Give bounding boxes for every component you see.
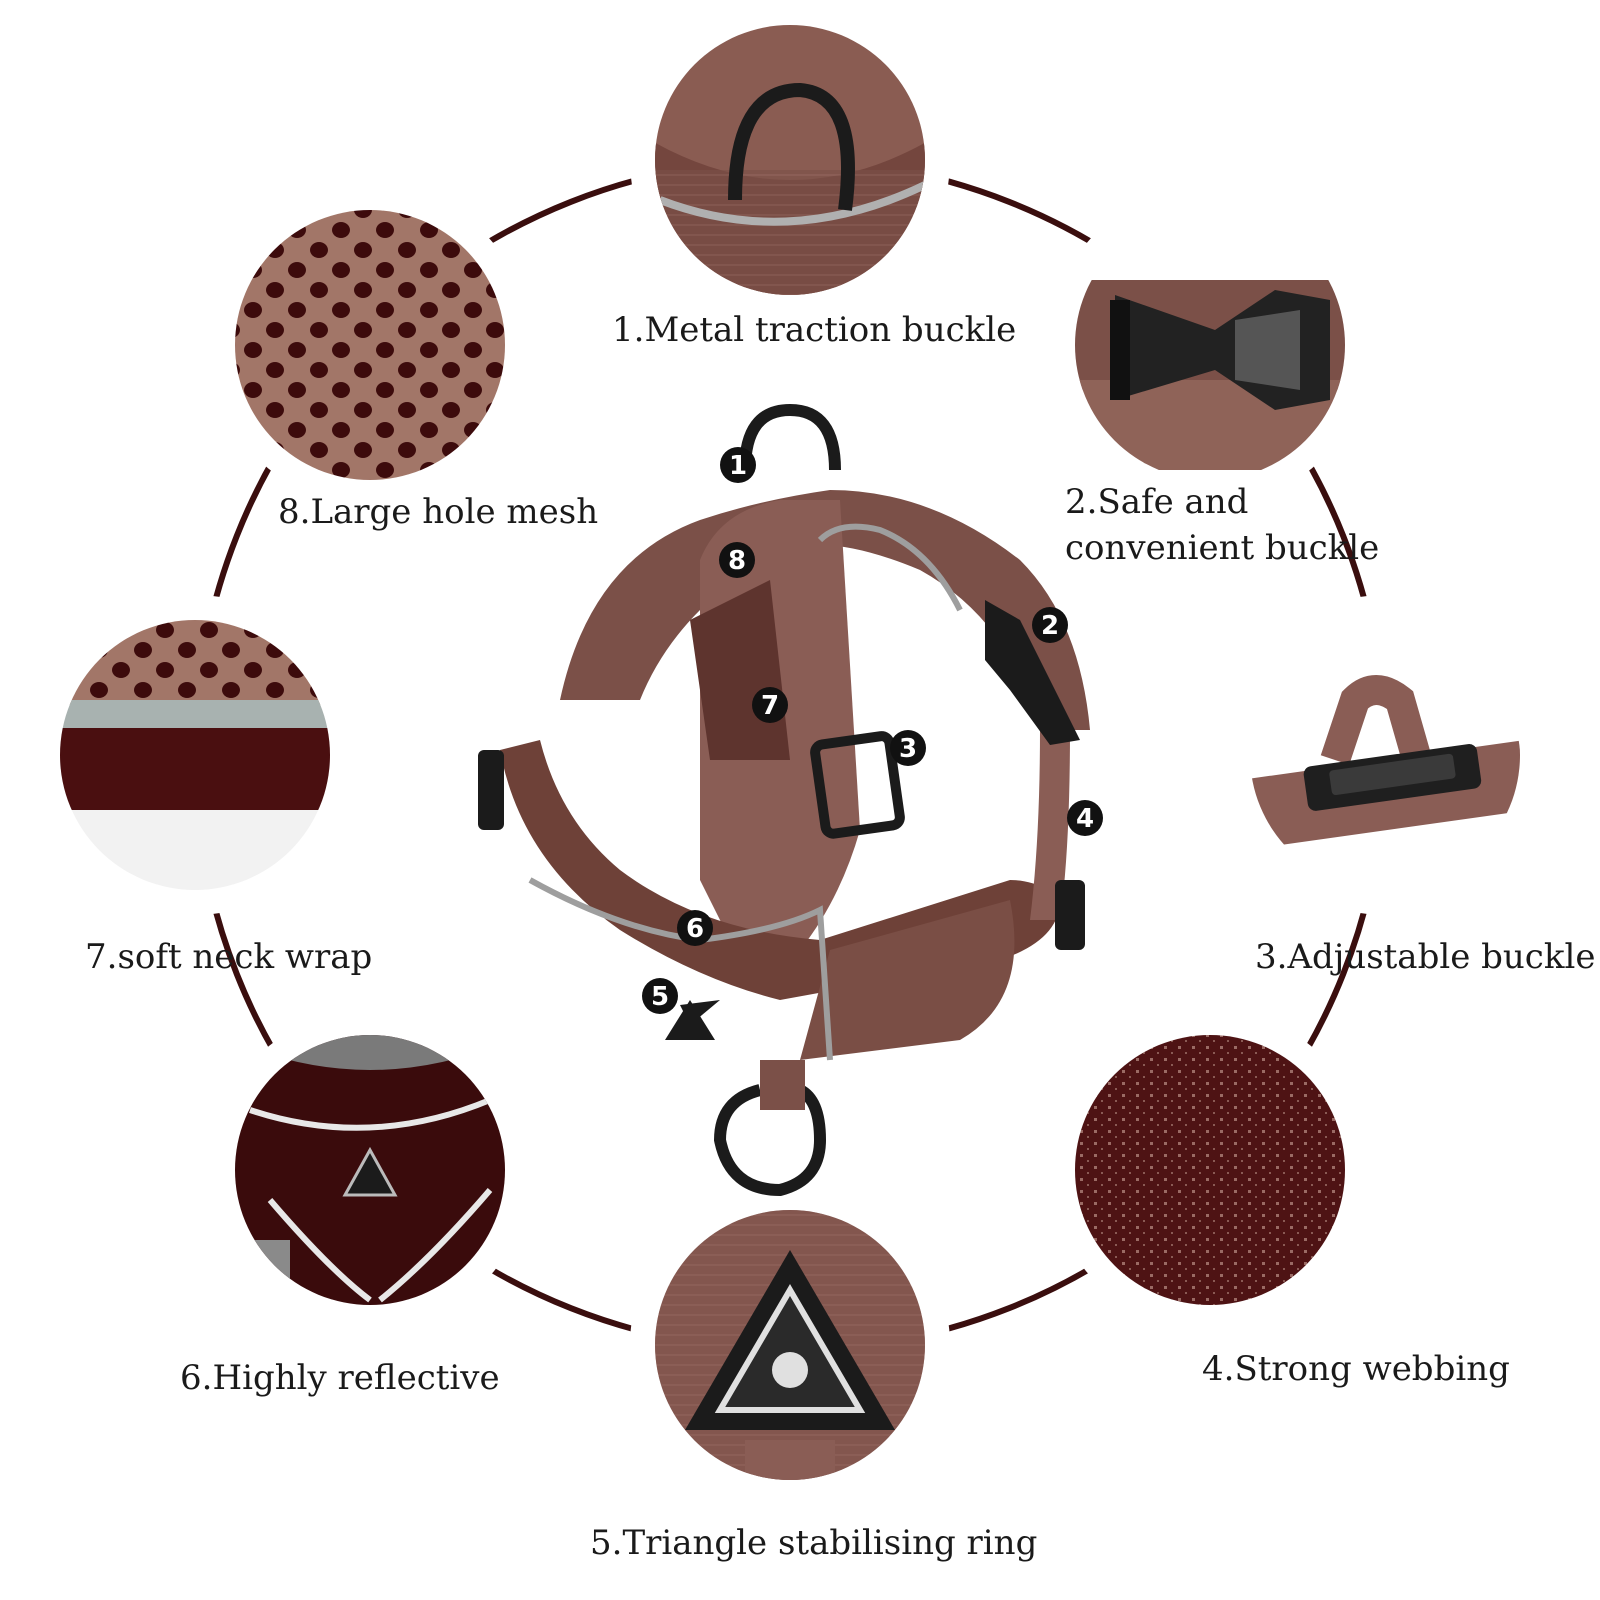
svg-text:7: 7 [761,691,779,721]
feature-label-2-line2: convenient buckle [1065,527,1380,568]
feature-label-5: 5.Triangle stabilising ring [590,1523,1038,1563]
feature-label-3: 3.Adjustable buckle [1255,937,1596,977]
callout-6: 6 [677,910,713,946]
callout-2: 2 [1032,607,1068,643]
feature-label-7: 7.soft neck wrap [85,937,373,977]
svg-text:5: 5 [651,982,669,1012]
callout-7: 7 [752,687,788,723]
svg-text:8: 8 [728,546,746,576]
callout-8: 8 [719,542,755,578]
feature-label-1: 1.Metal traction buckle [612,310,1017,350]
svg-text:6: 6 [686,914,704,944]
slider-buckle-icon [1250,620,1520,890]
svg-text:2: 2 [1041,611,1059,641]
svg-text:4: 4 [1076,804,1094,834]
callout-5: 5 [642,978,678,1014]
feature-label-2-line1: 2.Safe and [1065,482,1249,522]
svg-text:3: 3 [899,734,917,764]
webbing-texture-icon [1075,1035,1345,1305]
mesh-texture-icon [235,210,505,480]
feature-label-2: 2.Safe and convenient buckle [1065,480,1379,572]
svg-text:1: 1 [729,451,747,481]
callout-1: 1 [720,447,756,483]
side-release-buckle-icon [1075,210,1345,480]
harness-illustration [478,403,1090,1197]
callout-3: 3 [890,730,926,766]
feature-label-8: 8.Large hole mesh [278,492,599,532]
feature-label-4: 4.Strong webbing [1202,1349,1510,1389]
callout-4: 4 [1067,800,1103,836]
callout-badges: 1 8 2 7 3 4 6 5 [642,447,1103,1014]
triangle-ring-icon [655,1210,925,1480]
feature-label-6: 6.Highly reflective [180,1358,500,1398]
